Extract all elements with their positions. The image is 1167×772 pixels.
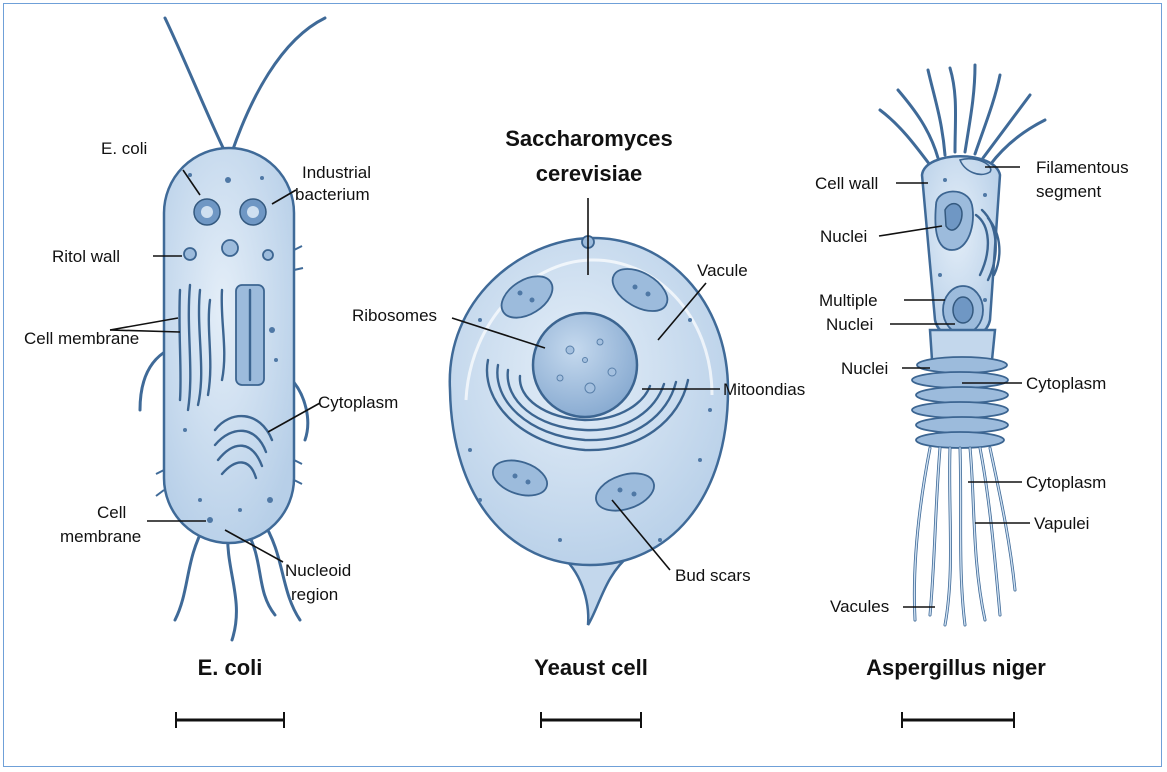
label-ribosomes: Ribosomes (352, 306, 437, 325)
label-nuclei-2: Nuclei (841, 359, 888, 378)
label-industrial-1: Industrial (302, 163, 371, 182)
label-nucleoid-1: Nucleoid (285, 561, 351, 580)
label-bud-scars: Bud scars (675, 566, 751, 585)
yeast-heading-2: cerevisiae (536, 161, 642, 186)
label-industrial-2: bacterium (295, 185, 370, 204)
label-multiple-2: Nuclei (826, 315, 873, 334)
label-mitoondias: Mitoondias (723, 380, 805, 399)
ecoli-scale-bar (176, 712, 284, 728)
ecoli-title: E. coli (198, 655, 263, 680)
yeast-illustration (450, 198, 728, 625)
label-cell-membrane-1: Cell (97, 503, 126, 522)
ecoli-illustration (110, 18, 325, 640)
label-filamentous-2: segment (1036, 182, 1101, 201)
label-filamentous-1: Filamentous (1036, 158, 1129, 177)
aspergillus-scale-bar (902, 712, 1014, 728)
label-cytoplasm-2: Cytoplasm (1026, 473, 1106, 492)
label-ecoli: E. coli (101, 139, 147, 158)
label-cell-membrane-upper: Cell membrane (24, 329, 139, 348)
label-nuclei-1: Nuclei (820, 227, 867, 246)
label-nucleoid-2: region (291, 585, 338, 604)
yeast-heading-1: Saccharomyces (505, 126, 673, 151)
label-vacules: Vacules (830, 597, 889, 616)
label-vacule: Vacule (697, 261, 748, 280)
label-cytoplasm: Cytoplasm (318, 393, 398, 412)
label-cell-wall: Cell wall (815, 174, 878, 193)
label-multiple-1: Multiple (819, 291, 878, 310)
yeast-title: Yeaust cell (534, 655, 648, 680)
label-vapulei: Vapulei (1034, 514, 1089, 533)
label-cytoplasm-1: Cytoplasm (1026, 374, 1106, 393)
label-ritol-wall: Ritol wall (52, 247, 120, 266)
aspergillus-illustration (879, 65, 1045, 625)
yeast-scale-bar (541, 712, 641, 728)
label-cell-membrane-2: membrane (60, 527, 141, 546)
aspergillus-title: Aspergillus niger (866, 655, 1046, 680)
